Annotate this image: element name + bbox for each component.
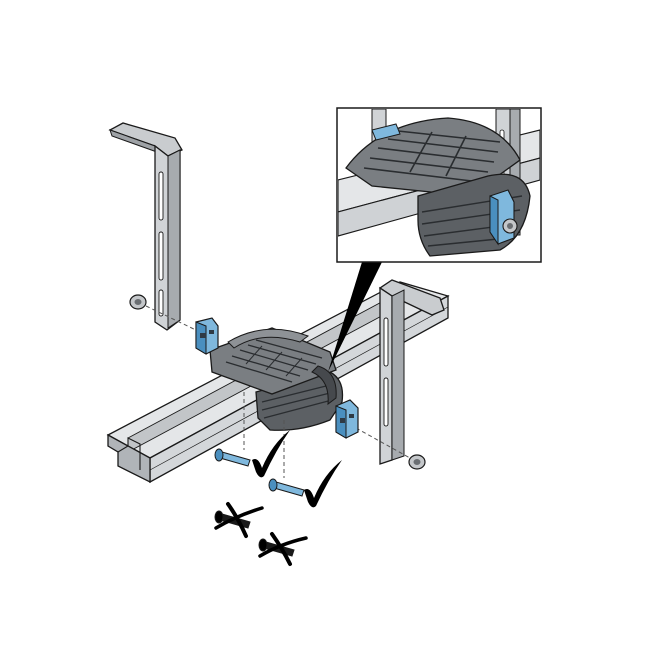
left-bracket-slot xyxy=(158,171,164,221)
right-bracket-slot xyxy=(383,377,389,427)
coupler-rib xyxy=(261,383,335,403)
coupler-rib xyxy=(263,399,333,419)
rail-bottom-lip xyxy=(107,433,151,484)
right-bracket-leg xyxy=(379,286,393,465)
coupler-cross-slots xyxy=(245,345,303,377)
coupler-rib xyxy=(261,391,335,411)
check-mark-icon xyxy=(304,460,342,508)
bolt-correct-2 xyxy=(268,478,305,497)
cross-mark-icon xyxy=(258,532,308,566)
coupler-top-plate xyxy=(209,327,337,395)
left-bracket-slot xyxy=(158,231,164,281)
right-blue-clip xyxy=(335,399,359,439)
left-nut xyxy=(129,294,147,310)
detail-callout-pointer xyxy=(328,262,382,372)
check-mark-icon xyxy=(252,430,290,478)
left-blue-clip xyxy=(195,317,219,355)
rail-end-profile xyxy=(117,437,141,470)
bolt-correct-1 xyxy=(214,448,251,467)
bolt-wrong-2 xyxy=(258,538,295,557)
detail-inset xyxy=(336,107,542,263)
right-nut xyxy=(408,454,426,470)
cross-mark-icon xyxy=(214,502,264,538)
left-bracket-slot xyxy=(158,289,164,317)
right-axis-dash xyxy=(355,427,411,459)
coupler-front-end xyxy=(311,365,337,406)
left-bracket-leg-side xyxy=(167,149,181,329)
coupler-rim xyxy=(227,328,310,349)
left-hanger-bracket xyxy=(108,122,183,331)
right-bracket-slot xyxy=(383,317,389,367)
tray-coupler xyxy=(209,327,344,431)
right-bracket-leg-side xyxy=(391,289,405,461)
right-hanger-bracket xyxy=(378,279,445,465)
left-axis-dash xyxy=(145,305,201,333)
